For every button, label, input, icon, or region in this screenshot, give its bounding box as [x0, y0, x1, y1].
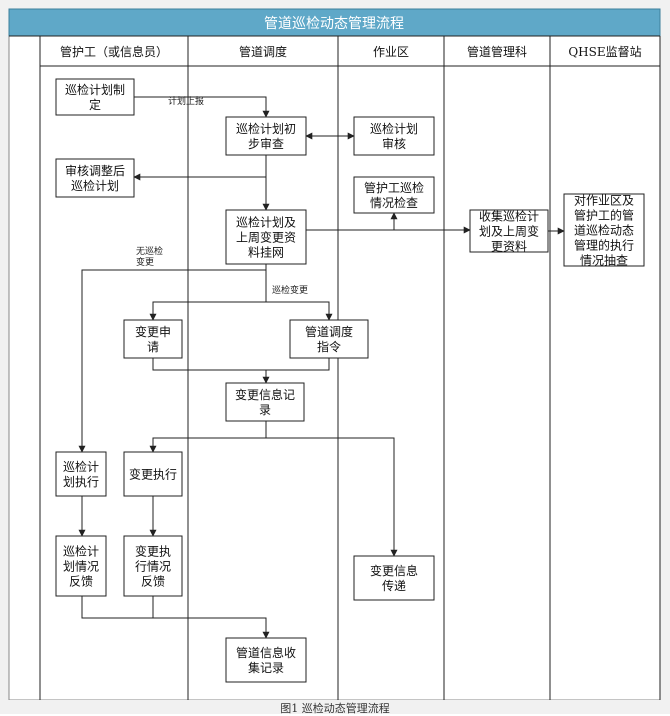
box-label: 巡检计划及 [236, 215, 296, 230]
lane-header: 作业区 [373, 45, 409, 59]
box-label: 变更执行 [129, 467, 177, 482]
diagram-title: 管道巡检动态管理流程 [264, 16, 404, 32]
box-adjust-plan [55, 158, 135, 198]
box-label: 管理的执行 [574, 238, 634, 253]
box-label: 收集巡检计 [479, 209, 539, 224]
box-label: 巡检计划制 [65, 82, 125, 97]
box-label: 集记录 [248, 660, 284, 675]
lane-header: 管道调度 [239, 44, 287, 59]
box-label: 变更信息 [370, 563, 418, 578]
box-label: 定 [89, 97, 101, 112]
box-label: 指令 [317, 339, 341, 354]
label-plan-report: 计划上报 [168, 95, 204, 107]
box-label: 请 [147, 340, 159, 354]
box-plan-publish [225, 209, 307, 265]
lane-header: QHSE监督站 [568, 44, 641, 59]
box-label: 情况检查 [370, 195, 418, 210]
box-label: 划及上周变 [479, 224, 539, 239]
arrow-plan-report [134, 96, 270, 118]
box-label: 变更执 [135, 544, 171, 559]
box-qhse-check [563, 193, 645, 267]
box-label: 传递 [382, 578, 406, 593]
box-change-transfer [353, 555, 435, 601]
box-label: 录 [259, 403, 271, 417]
arrow-feedback-to-collect [81, 596, 270, 639]
box-label: 对作业区及 [574, 194, 634, 208]
box-change-apply [123, 319, 183, 359]
arrow-no-change [78, 264, 267, 453]
box-plan-feedback [55, 535, 107, 597]
box-label: 反馈 [69, 575, 93, 589]
box-label: 巡检计划初 [236, 121, 296, 136]
box-dispatch-order [289, 319, 369, 359]
box-label: 道巡检动态 [574, 223, 634, 238]
box-label: 情况抽查 [580, 254, 628, 268]
arrow-record-to-exec [149, 421, 267, 453]
box-label: 划情况 [63, 560, 99, 574]
box-info-collect [225, 637, 307, 683]
title-bar [8, 8, 661, 37]
box-label: 管护工巡检 [364, 180, 424, 195]
box-label: 巡检计划 [71, 178, 119, 193]
box-label: 巡检计 [63, 459, 99, 474]
box-label: 行情况 [135, 560, 171, 574]
arrow-dispatch [266, 301, 333, 321]
lane-header: 管道管理科 [467, 44, 527, 59]
box-label: 更资料 [491, 240, 527, 254]
box-label: 料挂网 [248, 246, 284, 260]
label-no-change: 无巡检 [136, 245, 163, 257]
box-label: 管道信息收 [236, 645, 296, 660]
box-label: 变更信息记 [235, 387, 295, 402]
box-label: 管道调度 [305, 324, 353, 339]
box-label: 划执行 [63, 475, 99, 489]
box-change-record [225, 382, 305, 422]
arrow-apply-to-record [152, 358, 270, 384]
box-label: 反馈 [141, 575, 165, 589]
lane-header: 管护工（或信息员） [60, 44, 168, 59]
box-label: 管护工的管 [574, 208, 634, 223]
box-area-review [353, 116, 435, 156]
box-label: 巡检计 [63, 544, 99, 559]
box-label: 步审查 [248, 136, 284, 151]
box-label: 审核 [382, 136, 406, 151]
box-label: 上周变更资 [236, 230, 296, 245]
box-label: 变更申 [135, 324, 171, 339]
box-label: 审核调整后 [65, 163, 125, 178]
box-label: 巡检计划 [370, 121, 418, 136]
box-plan-make [55, 78, 135, 116]
figure-caption: 图1 巡检动态管理流程 [280, 702, 390, 715]
label-no-change: 变更 [136, 256, 154, 268]
arrow-record-to-transfer [266, 437, 398, 557]
arrow-change-apply [149, 270, 267, 321]
line-dispatch-to-record [266, 358, 330, 371]
label-has-change: 巡检变更 [272, 284, 308, 296]
box-plan-exec [55, 451, 107, 497]
